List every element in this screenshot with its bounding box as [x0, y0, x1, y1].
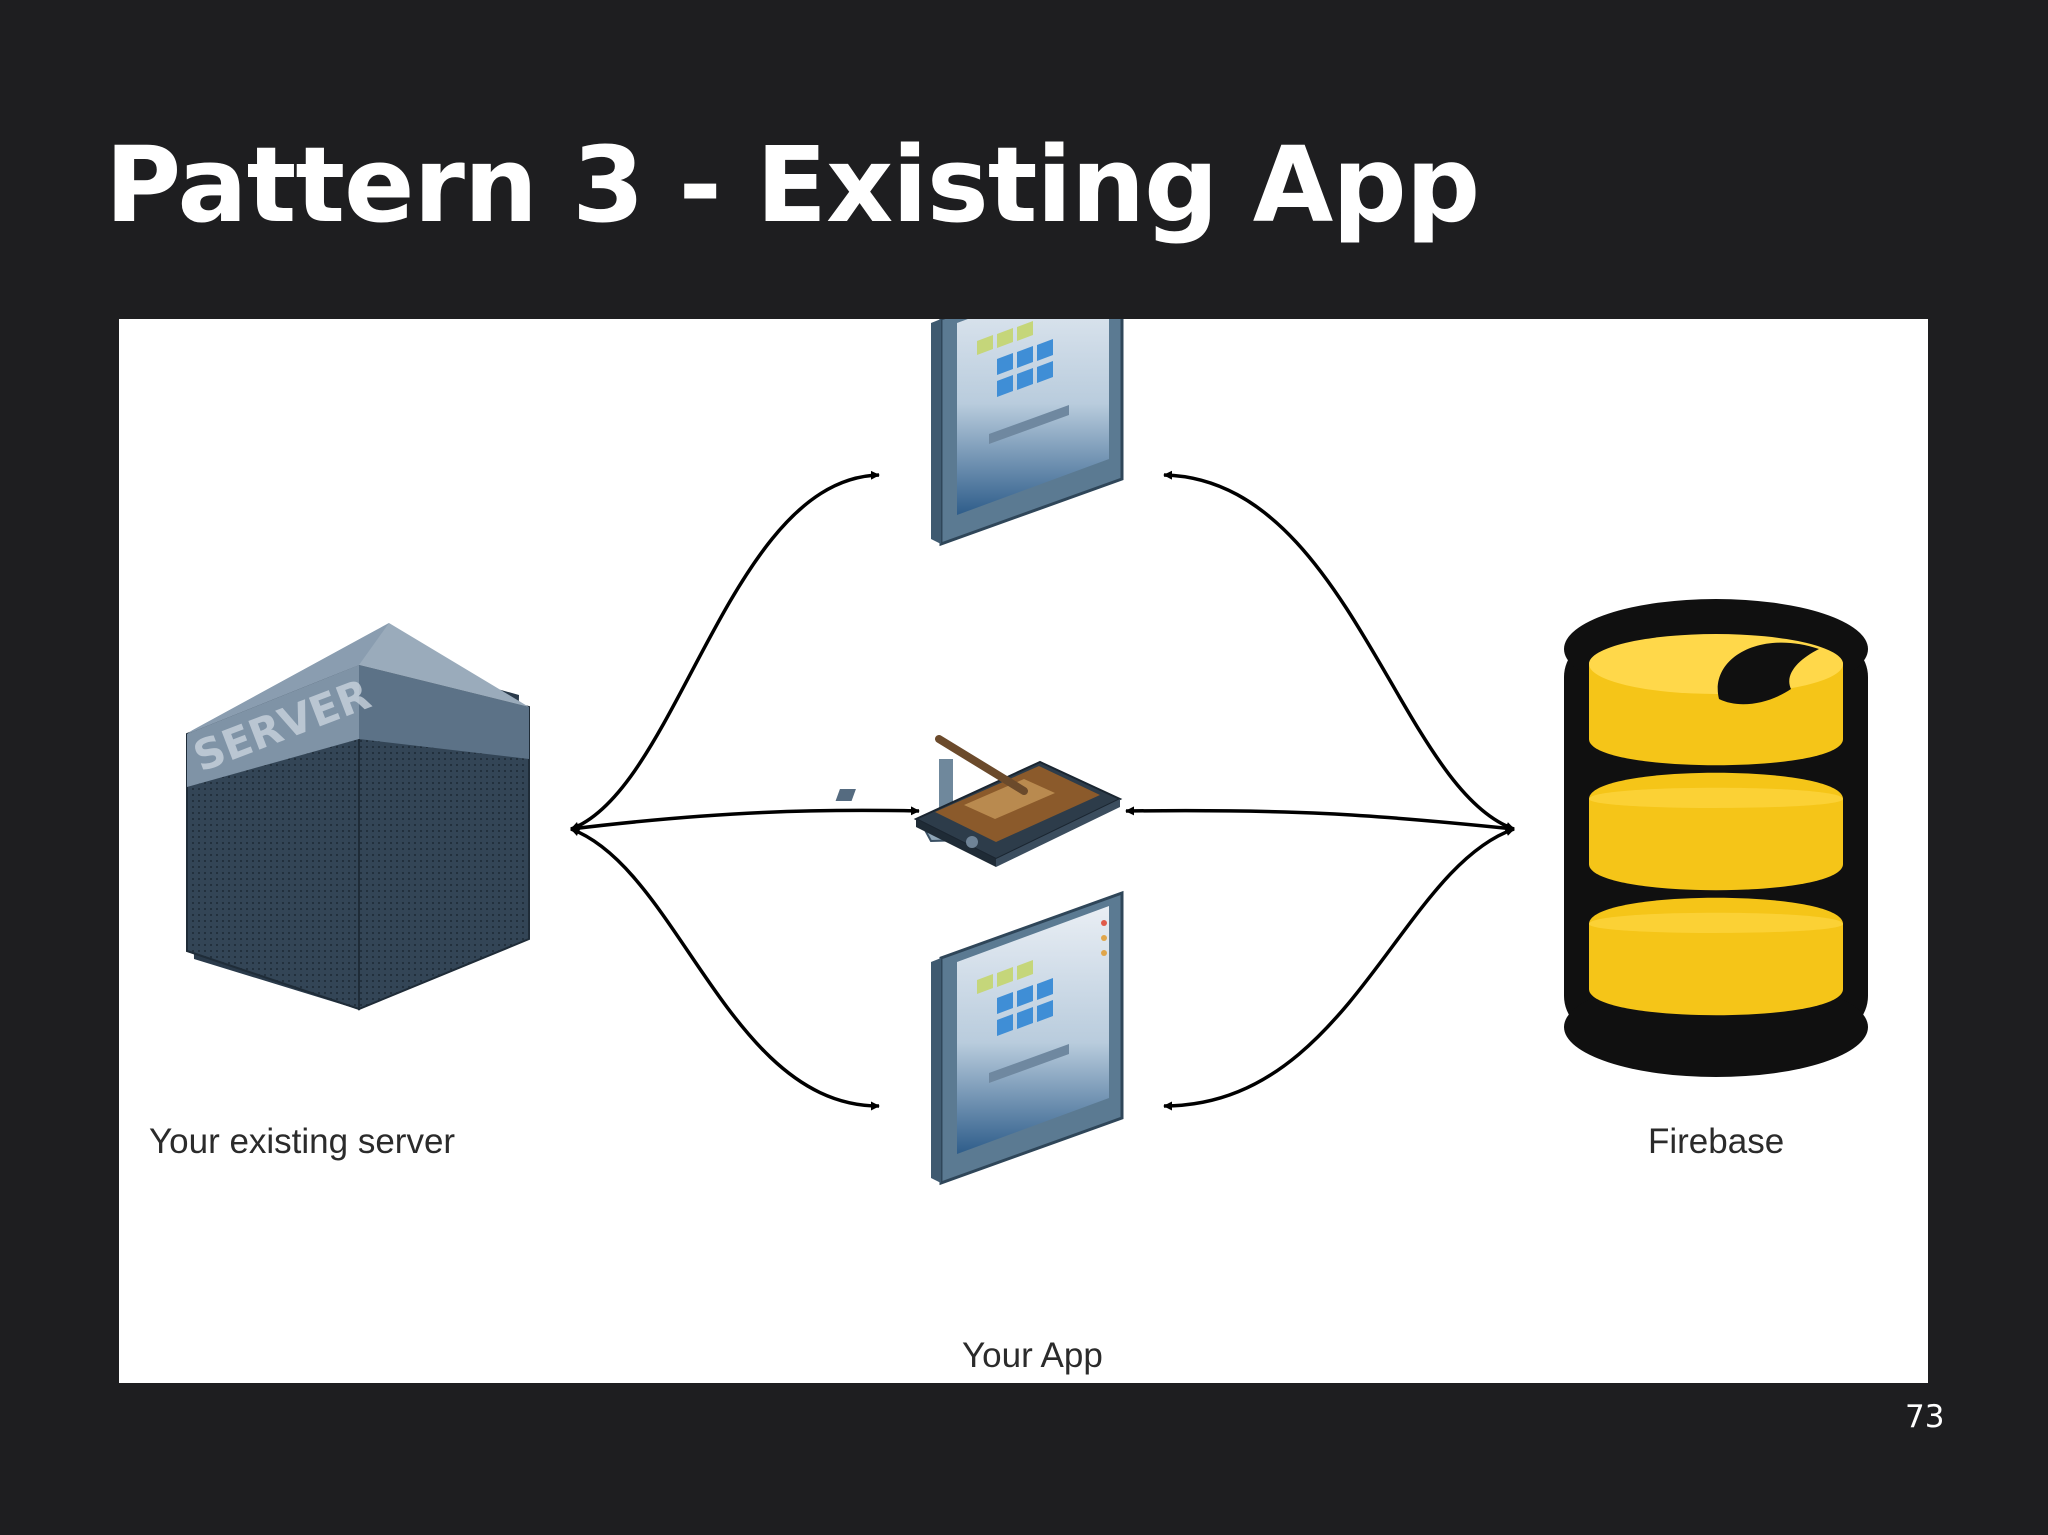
page-number: 73	[1905, 1399, 1945, 1435]
desktop-monitor-icon-top	[917, 319, 1124, 843]
tablet-stylus-icon	[835, 735, 1123, 867]
firebase-label: Firebase	[1648, 1122, 1785, 1161]
connector-firebase-tablet	[1125, 806, 1515, 833]
connector-firebase-top-app	[1163, 470, 1515, 831]
connector-firebase-bottom-app	[1163, 827, 1515, 1111]
connector-server-bottom-app	[570, 827, 880, 1111]
desktop-monitor-icon-bottom	[917, 891, 1124, 1383]
server-label: Your existing server	[149, 1122, 456, 1161]
server-icon: SERVER	[186, 623, 530, 1011]
slide-title: Pattern 3 - Existing App	[105, 124, 1480, 246]
diagram-canvas: SERVER	[186, 319, 1868, 1383]
database-icon	[1564, 599, 1868, 1077]
connector-server-top-app	[570, 470, 880, 831]
connector-server-tablet	[570, 806, 920, 833]
app-label: Your App	[962, 1336, 1103, 1375]
diagram-panel: SERVER	[119, 319, 1928, 1383]
connector-lines	[570, 470, 1515, 1111]
